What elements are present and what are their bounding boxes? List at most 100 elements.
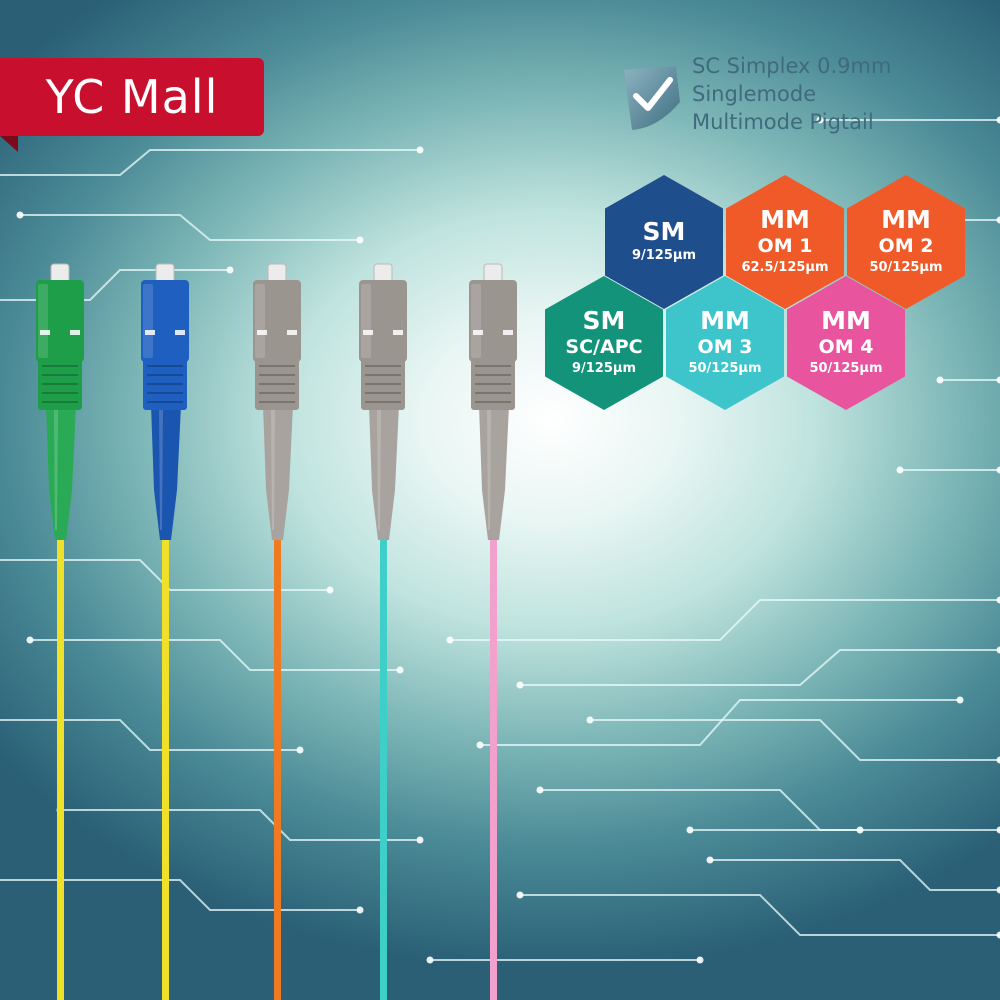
- product-title-line: SC Simplex 0.9mm: [692, 54, 892, 78]
- circuit-node: [416, 836, 424, 844]
- badge-core-size: 9/125μm: [631, 248, 697, 263]
- circuit-node: [896, 466, 904, 474]
- circuit-node: [396, 666, 404, 674]
- badge-grade: OM 4: [818, 336, 874, 358]
- circuit-node: [356, 906, 364, 914]
- circuit-trace: [20, 214, 360, 241]
- connector-boot: [479, 405, 509, 540]
- circuit-node: [516, 681, 524, 689]
- housing-mark: [70, 330, 80, 335]
- badge-core-size: 50/125μm: [869, 260, 943, 275]
- circuit-trace: [0, 559, 330, 591]
- circuit-trace: [710, 859, 1000, 891]
- badge-sm: SM 9/125μm: [605, 175, 723, 309]
- circuit-node: [296, 746, 304, 754]
- product-title: SC Simplex 0.9mm Singlemode Multimode Pi…: [692, 52, 992, 136]
- circuit-trace: [480, 699, 960, 746]
- badge-om4: MM OM 4 50/125μm: [787, 276, 905, 410]
- connector-housing: [359, 280, 407, 362]
- housing-mark: [393, 330, 403, 335]
- housing-mark: [257, 330, 267, 335]
- housing-mark: [145, 330, 155, 335]
- connector-grip: [471, 358, 515, 410]
- badge-core-size: 62.5/125μm: [741, 260, 829, 275]
- circuit-node: [416, 146, 424, 154]
- circuit-trace: [520, 894, 1000, 936]
- ferrule-cap: [373, 263, 393, 283]
- circuit-node: [706, 856, 714, 864]
- housing-mark: [40, 330, 50, 335]
- badge-grade: SC/APC: [565, 336, 643, 358]
- connector-boot: [151, 405, 181, 540]
- circuit-node: [26, 636, 34, 644]
- boot-highlight: [271, 410, 275, 530]
- badge-core-size: 50/125μm: [688, 361, 762, 376]
- connector-sc-apc-green: [36, 263, 84, 1000]
- ferrule-cap: [50, 263, 70, 283]
- housing-mark: [175, 330, 185, 335]
- connector-grip: [361, 358, 405, 410]
- circuit-node: [956, 696, 964, 704]
- circuit-node: [996, 596, 1000, 604]
- brand-logo: YC Mall: [0, 58, 264, 136]
- badge-core-size: 50/125μm: [809, 361, 883, 376]
- housing-highlight: [38, 284, 48, 358]
- badge-grade: OM 1: [757, 235, 813, 257]
- connector-sc-om3-gray: [359, 263, 407, 1000]
- circuit-trace: [520, 649, 1000, 686]
- circuit-node: [476, 741, 484, 749]
- connector-housing: [141, 280, 189, 362]
- boot-highlight: [54, 410, 58, 530]
- connector-housing: [36, 280, 84, 362]
- circuit-trace: [0, 879, 360, 911]
- badge-om2: MM OM 2 50/125μm: [847, 175, 965, 309]
- connector-boot: [46, 405, 76, 540]
- circuit-node: [586, 716, 594, 724]
- check-shield-icon: [624, 66, 680, 130]
- circuit-node: [516, 891, 524, 899]
- circuit-node: [16, 211, 24, 219]
- badge-mode: MM: [700, 306, 750, 335]
- circuit-node: [996, 931, 1000, 939]
- circuit-node: [856, 826, 864, 834]
- ferrule-cap: [483, 263, 503, 283]
- circuit-trace: [30, 639, 400, 671]
- fiber-cable: [380, 520, 387, 1000]
- logo-ribbon-fold: [0, 136, 18, 152]
- connector-sc-upc-blue: [141, 263, 189, 1000]
- circuit-node: [936, 376, 944, 384]
- circuit-node: [996, 116, 1000, 124]
- circuit-trace: [450, 599, 1000, 641]
- fiber-cable: [490, 520, 497, 1000]
- circuit-node: [446, 636, 454, 644]
- housing-highlight: [361, 284, 371, 358]
- circuit-node: [996, 756, 1000, 764]
- ferrule-cap: [155, 263, 175, 283]
- fiber-cable: [274, 520, 281, 1000]
- connector-grip: [38, 358, 82, 410]
- circuit-trace: [0, 149, 420, 176]
- housing-mark: [363, 330, 373, 335]
- ferrule-cap: [267, 263, 287, 283]
- circuit-node: [536, 786, 544, 794]
- connector-boot: [263, 405, 293, 540]
- housing-mark: [503, 330, 513, 335]
- boot-highlight: [487, 410, 491, 530]
- connector-grip: [255, 358, 299, 410]
- badge-grade: OM 2: [878, 235, 934, 257]
- circuit-trace: [540, 789, 1000, 831]
- connector-housing: [469, 280, 517, 362]
- circuit-node: [996, 216, 1000, 224]
- circuit-node: [326, 586, 334, 594]
- connector-sc-om4-gray: [469, 263, 517, 1000]
- circuit-node: [816, 116, 824, 124]
- badge-mode: MM: [760, 205, 810, 234]
- brand-name: YC Mall: [45, 70, 219, 124]
- circuit-node: [686, 826, 694, 834]
- housing-mark: [473, 330, 483, 335]
- badge-mode: MM: [821, 306, 871, 335]
- circuit-node: [696, 956, 704, 964]
- badge-mode: SM: [642, 217, 686, 246]
